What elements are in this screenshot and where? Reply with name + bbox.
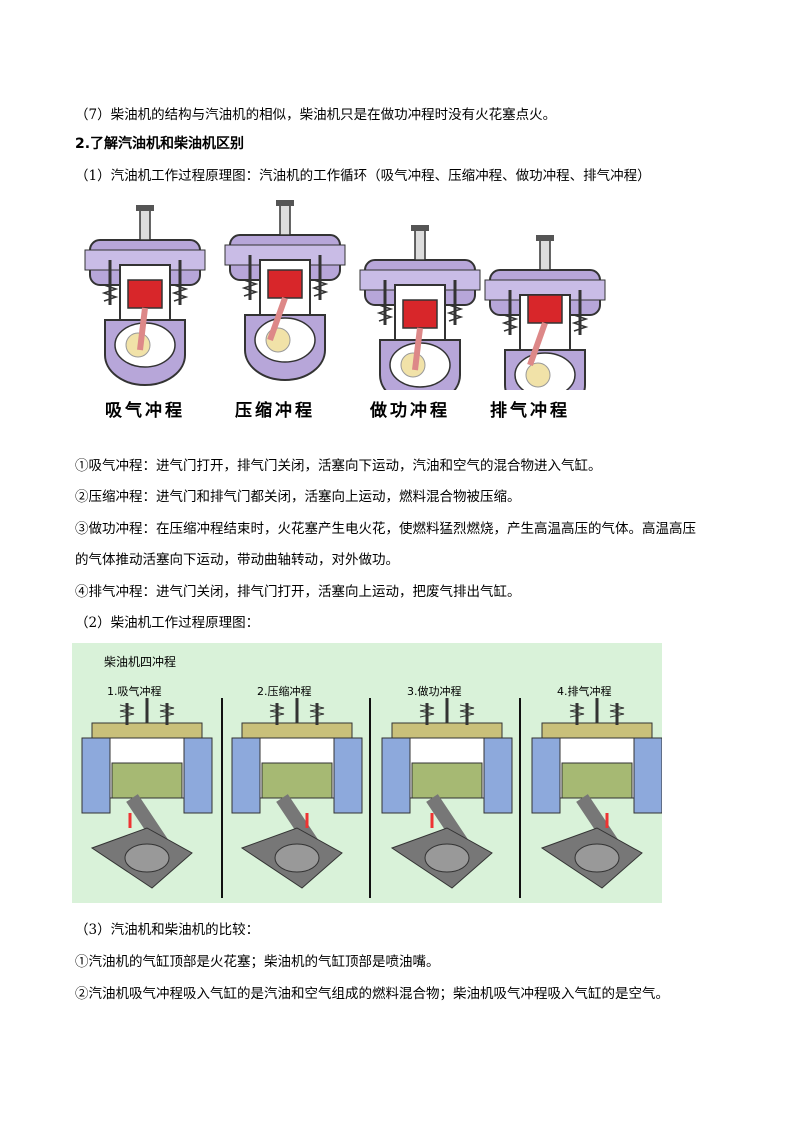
gasoline-engine-figure: 吸气冲程 压缩冲程 做功冲程 排气冲程 <box>80 198 620 430</box>
text-diesel-intro: （2）柴油机工作过程原理图： <box>75 615 260 631</box>
section-heading: 2.了解汽油机和柴油机区别 <box>75 136 245 152</box>
piston-exhaust <box>527 294 563 324</box>
text-comparison-2: ②汽油机吸气冲程吸入气缸的是汽油和空气组成的燃料混合物；柴油机吸气冲程吸入气缸的… <box>75 986 669 1002</box>
text-comparison-intro: （3）汽油机和柴油机的比较： <box>75 922 260 938</box>
gasoline-engine-diagram <box>83 198 607 417</box>
text-line-7: （7）柴油机的结构与汽油机的相似，柴油机只是在做功冲程时没有火花塞点火。 <box>75 107 557 123</box>
caption-intake: 吸气冲程 <box>105 401 185 421</box>
diesel-stroke-4: 4.排气冲程 <box>557 685 612 698</box>
caption-power: 做功冲程 <box>370 401 450 421</box>
text-power-2: 的气体推动活塞向下运动，带动曲轴转动，对外做功。 <box>75 552 399 568</box>
text-line-gasoline-intro: （1）汽油机工作过程原理图：汽油机的工作循环（吸气冲程、压缩冲程、做功冲程、排气… <box>75 168 651 184</box>
piston-power <box>402 299 438 329</box>
caption-compression: 压缩冲程 <box>235 401 315 421</box>
text-comparison-1: ①汽油机的气缸顶部是火花塞；柴油机的气缸顶部是喷油嘴。 <box>75 954 440 970</box>
text-intake: ①吸气冲程：进气门打开，排气门关闭，活塞向下运动，汽油和空气的混合物进入气缸。 <box>75 458 602 474</box>
piston-intake <box>127 279 163 309</box>
diesel-stroke-1: 1.吸气冲程 <box>107 685 162 698</box>
caption-exhaust: 排气冲程 <box>490 401 570 421</box>
text-compression: ②压缩冲程：进气门和排气门都关闭，活塞向上运动，燃料混合物被压缩。 <box>75 489 521 505</box>
text-exhaust: ④排气冲程：进气门关闭，排气门打开，活塞向上运动，把废气排出气缸。 <box>75 584 521 600</box>
diesel-engine-figure: 柴油机四冲程 1.吸气冲程 2.压缩冲程 3.做功冲程 4.排气冲程 <box>72 643 662 903</box>
piston-compression <box>267 269 303 299</box>
diesel-engine-diagram <box>72 643 662 898</box>
diesel-stroke-2: 2.压缩冲程 <box>257 685 312 698</box>
diesel-stroke-3: 3.做功冲程 <box>407 685 462 698</box>
text-power-1: ③做功冲程：在压缩冲程结束时，火花塞产生电火花，使燃料猛烈燃烧，产生高温高压的气… <box>75 521 696 537</box>
diesel-figure-title: 柴油机四冲程 <box>104 655 177 669</box>
